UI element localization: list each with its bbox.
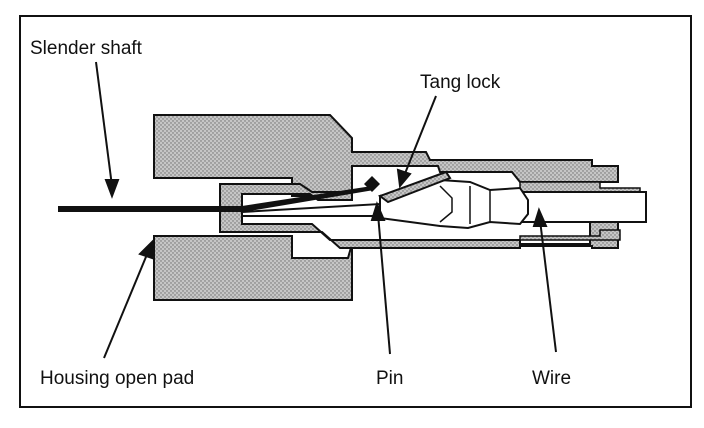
contact-barrel <box>379 178 529 230</box>
label-housing-open-pad: Housing open pad <box>40 368 194 389</box>
label-pin: Pin <box>376 368 403 389</box>
label-tang-lock: Tang lock <box>420 72 501 93</box>
rear-channel-bottom <box>519 229 621 241</box>
slender-shaft <box>58 186 374 212</box>
label-slender-shaft: Slender shaft <box>30 38 143 59</box>
tang-lock <box>377 170 452 204</box>
label-wire: Wire <box>532 368 571 389</box>
rear-channel-top <box>519 181 641 193</box>
figure-frame <box>19 15 692 408</box>
crimp-detail <box>439 185 491 224</box>
leader-lines <box>95 61 557 359</box>
